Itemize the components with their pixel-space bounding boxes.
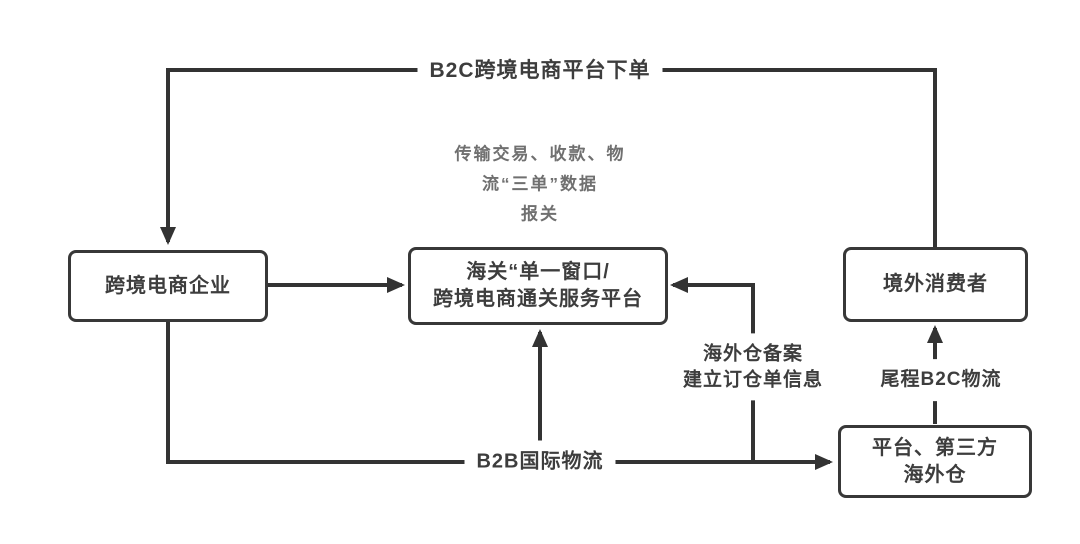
declaration-note: 传输交易、收款、物 流“三单”数据 报关 bbox=[455, 139, 626, 228]
filing-line1: 海外仓备案 bbox=[702, 343, 804, 365]
node-overseas-warehouse: 平台、第三方 海外仓 bbox=[838, 425, 1032, 498]
node-label-line1: 平台、第三方 bbox=[872, 436, 998, 459]
node-label: 境外消费者 bbox=[883, 273, 988, 295]
filing-line2: 建立订仓单信息 bbox=[682, 369, 824, 390]
edge-label-order: B2C跨境电商平台下单 bbox=[417, 48, 663, 94]
node-overseas-consumer: 境外消费者 bbox=[843, 247, 1028, 322]
edge-label-lastmile: 尾程B2C物流 bbox=[868, 359, 1014, 401]
declaration-note-line1: 传输交易、收款、物 bbox=[454, 144, 626, 164]
edge-label-b2b-logistics: B2B国际物流 bbox=[464, 440, 616, 484]
node-label-line2: 海外仓 bbox=[903, 463, 967, 486]
node-cross-border-enterprise: 跨境电商企业 bbox=[68, 250, 268, 322]
edge-label-warehouse-filing: 海外仓备案 建立订仓单信息 bbox=[670, 333, 836, 401]
node-customs-single-window: 海关“单一窗口/ 跨境电商通关服务平台 bbox=[408, 247, 668, 325]
node-label-line1: 海关“单一窗口/ bbox=[466, 261, 610, 283]
declaration-note-line2: 流“三单”数据 bbox=[482, 174, 598, 194]
warehouse-filing-arrow bbox=[670, 277, 755, 460]
declaration-note-line3: 报关 bbox=[521, 203, 559, 223]
node-label-line2: 跨境电商通关服务平台 bbox=[433, 288, 643, 310]
node-label: 跨境电商企业 bbox=[105, 274, 231, 297]
